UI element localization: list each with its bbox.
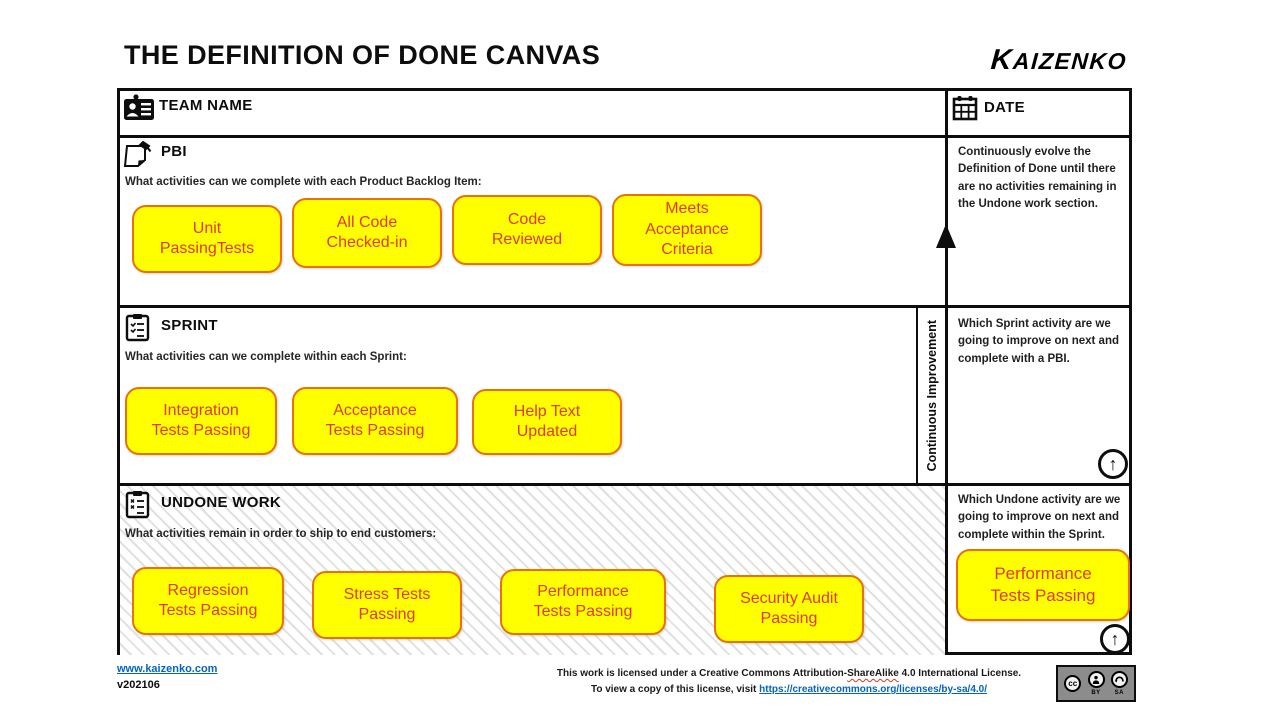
sticky-note: Security Audit Passing	[714, 575, 864, 643]
undone-improve-up-arrow-icon: ↑	[1100, 624, 1130, 654]
sticky-note: Integration Tests Passing	[125, 387, 277, 455]
undone-prompt: What activities remain in order to ship …	[125, 528, 437, 540]
cc-logo-icon: cc	[1064, 675, 1082, 692]
sprint-prompt: What activities can we complete within e…	[125, 351, 407, 363]
header-bottom-border	[120, 135, 1129, 138]
pbi-prompt: What activities can we complete with eac…	[125, 176, 482, 188]
pbi-guidance-text: Continuously evolve the Definition of Do…	[958, 146, 1117, 210]
sticky-note: Stress Tests Passing	[312, 571, 462, 639]
sharealike-word: ShareAlike	[847, 668, 899, 679]
sprint-improve-up-arrow-icon: ↑	[1098, 449, 1128, 479]
pbi-sticky-note-icon	[123, 140, 153, 168]
calendar-icon	[952, 95, 978, 121]
sticky-note: Meets Acceptance Criteria	[612, 194, 762, 266]
sprint-section-label: SPRINT	[161, 317, 218, 334]
date-label: DATE	[984, 99, 1025, 116]
kaizenko-website-link[interactable]: www.kaizenko.com	[117, 663, 218, 675]
sprint-clipboard-icon	[125, 313, 150, 342]
cc-by-icon: BY	[1087, 671, 1105, 696]
sticky-note: Unit PassingTests	[132, 205, 282, 273]
undone-section-label: UNDONE WORK	[161, 494, 281, 511]
cc-sa-icon: SA	[1110, 671, 1128, 696]
sticky-note: All Code Checked-in	[292, 198, 442, 268]
sticky-note: Acceptance Tests Passing	[292, 387, 458, 455]
cc-by-sa-badge[interactable]: cc BY SA	[1056, 665, 1136, 702]
sticky-note: Code Reviewed	[452, 195, 602, 265]
version-label: v202106	[117, 679, 160, 691]
sprint-guidance-text: Which Sprint activity are we going to im…	[958, 318, 1119, 365]
license-line-1: This work is licensed under a Creative C…	[556, 668, 1022, 679]
license-line-2: To view a copy of this license, visit ht…	[590, 684, 988, 695]
sticky-note: Regression Tests Passing	[132, 567, 284, 635]
pbi-section-label: PBI	[161, 143, 187, 160]
sticky-note: Performance Tests Passing	[500, 569, 666, 635]
continuous-improvement-arrow-icon	[936, 224, 956, 248]
continuous-improvement-label: Continuous Improvement	[924, 319, 939, 472]
continuous-improvement-strip: Continuous Improvement	[916, 308, 945, 483]
kaizenko-logo: Kaizenko	[989, 44, 1128, 76]
license-text: This work is licensed under a Creative C…	[525, 666, 1053, 698]
sprint-undone-border	[120, 483, 1129, 486]
license-url-link[interactable]: https://creativecommons.org/licenses/by-…	[759, 684, 988, 695]
team-badge-icon	[123, 94, 155, 122]
team-name-label: TEAM NAME	[159, 97, 253, 114]
sticky-note: Help Text Updated	[472, 389, 622, 455]
selected-improvement-note: Performance Tests Passing	[956, 549, 1130, 621]
page-title: THE DEFINITION OF DONE CANVAS	[124, 40, 601, 70]
pbi-sprint-border	[120, 305, 1129, 308]
undone-guidance-text: Which Undone activity are we going to im…	[958, 494, 1121, 541]
definition-of-done-canvas: TEAM NAME DATE PBI What activities can w…	[117, 88, 1132, 655]
right-column-divider	[945, 91, 948, 652]
undone-clipboard-icon	[125, 490, 150, 519]
